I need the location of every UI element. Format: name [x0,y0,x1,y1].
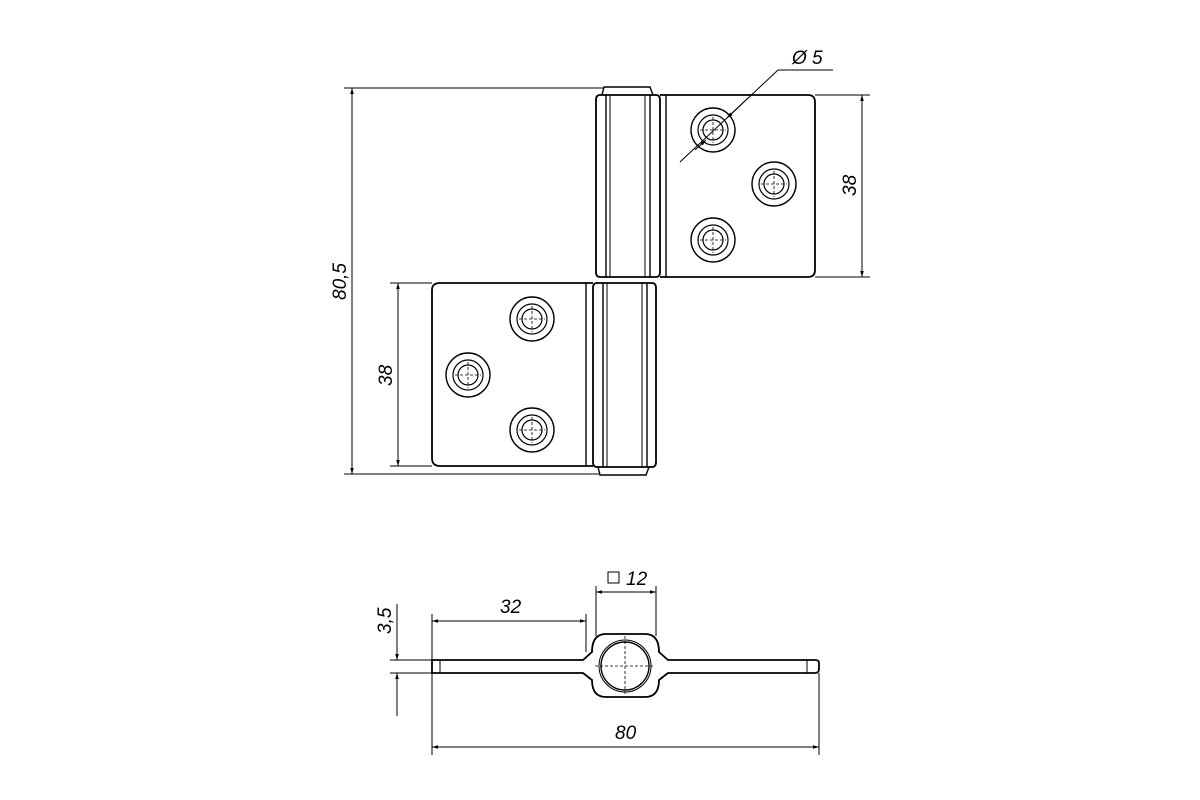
overall-width-label: 80 [615,723,637,744]
square-symbol-icon [607,571,620,584]
screw-hole [690,107,736,153]
upper-leaf-height-dimension: 38 [815,94,870,278]
screw-hole [751,161,797,207]
knuckle-square-label: 12 [626,569,648,590]
upper-leaf [660,94,816,278]
lower-knuckle [592,282,657,476]
upper-leaf-height-label: 38 [840,174,861,196]
hole-diameter-label: Ø 5 [791,48,823,69]
knuckle-square-dimension: 12 [595,569,657,636]
lower-leaf [431,282,593,467]
lower-leaf-height-dimension: 38 [376,282,432,467]
leaf-width-dimension: 32 [431,597,587,660]
lower-leaf-height-label: 38 [376,364,397,386]
leaf-width-label: 32 [500,597,522,618]
overall-width-dimension: 80 [431,673,820,755]
screw-hole [690,217,736,263]
screw-hole [509,296,555,342]
section-view: 3,5 32 12 80 [375,569,820,755]
hinge-section-profile [431,633,820,698]
hole-diameter-dimension: Ø 5 [679,48,833,163]
front-view: Ø 5 80,5 38 38 [330,48,870,476]
thickness-dimension: 3,5 [375,604,432,716]
thickness-label: 3,5 [375,607,396,634]
screw-hole [509,407,555,453]
screw-hole [445,352,491,398]
screw-holes [445,107,797,453]
overall-height-dimension: 80,5 [330,87,604,475]
upper-knuckle [595,86,661,278]
overall-height-label: 80,5 [330,263,351,300]
